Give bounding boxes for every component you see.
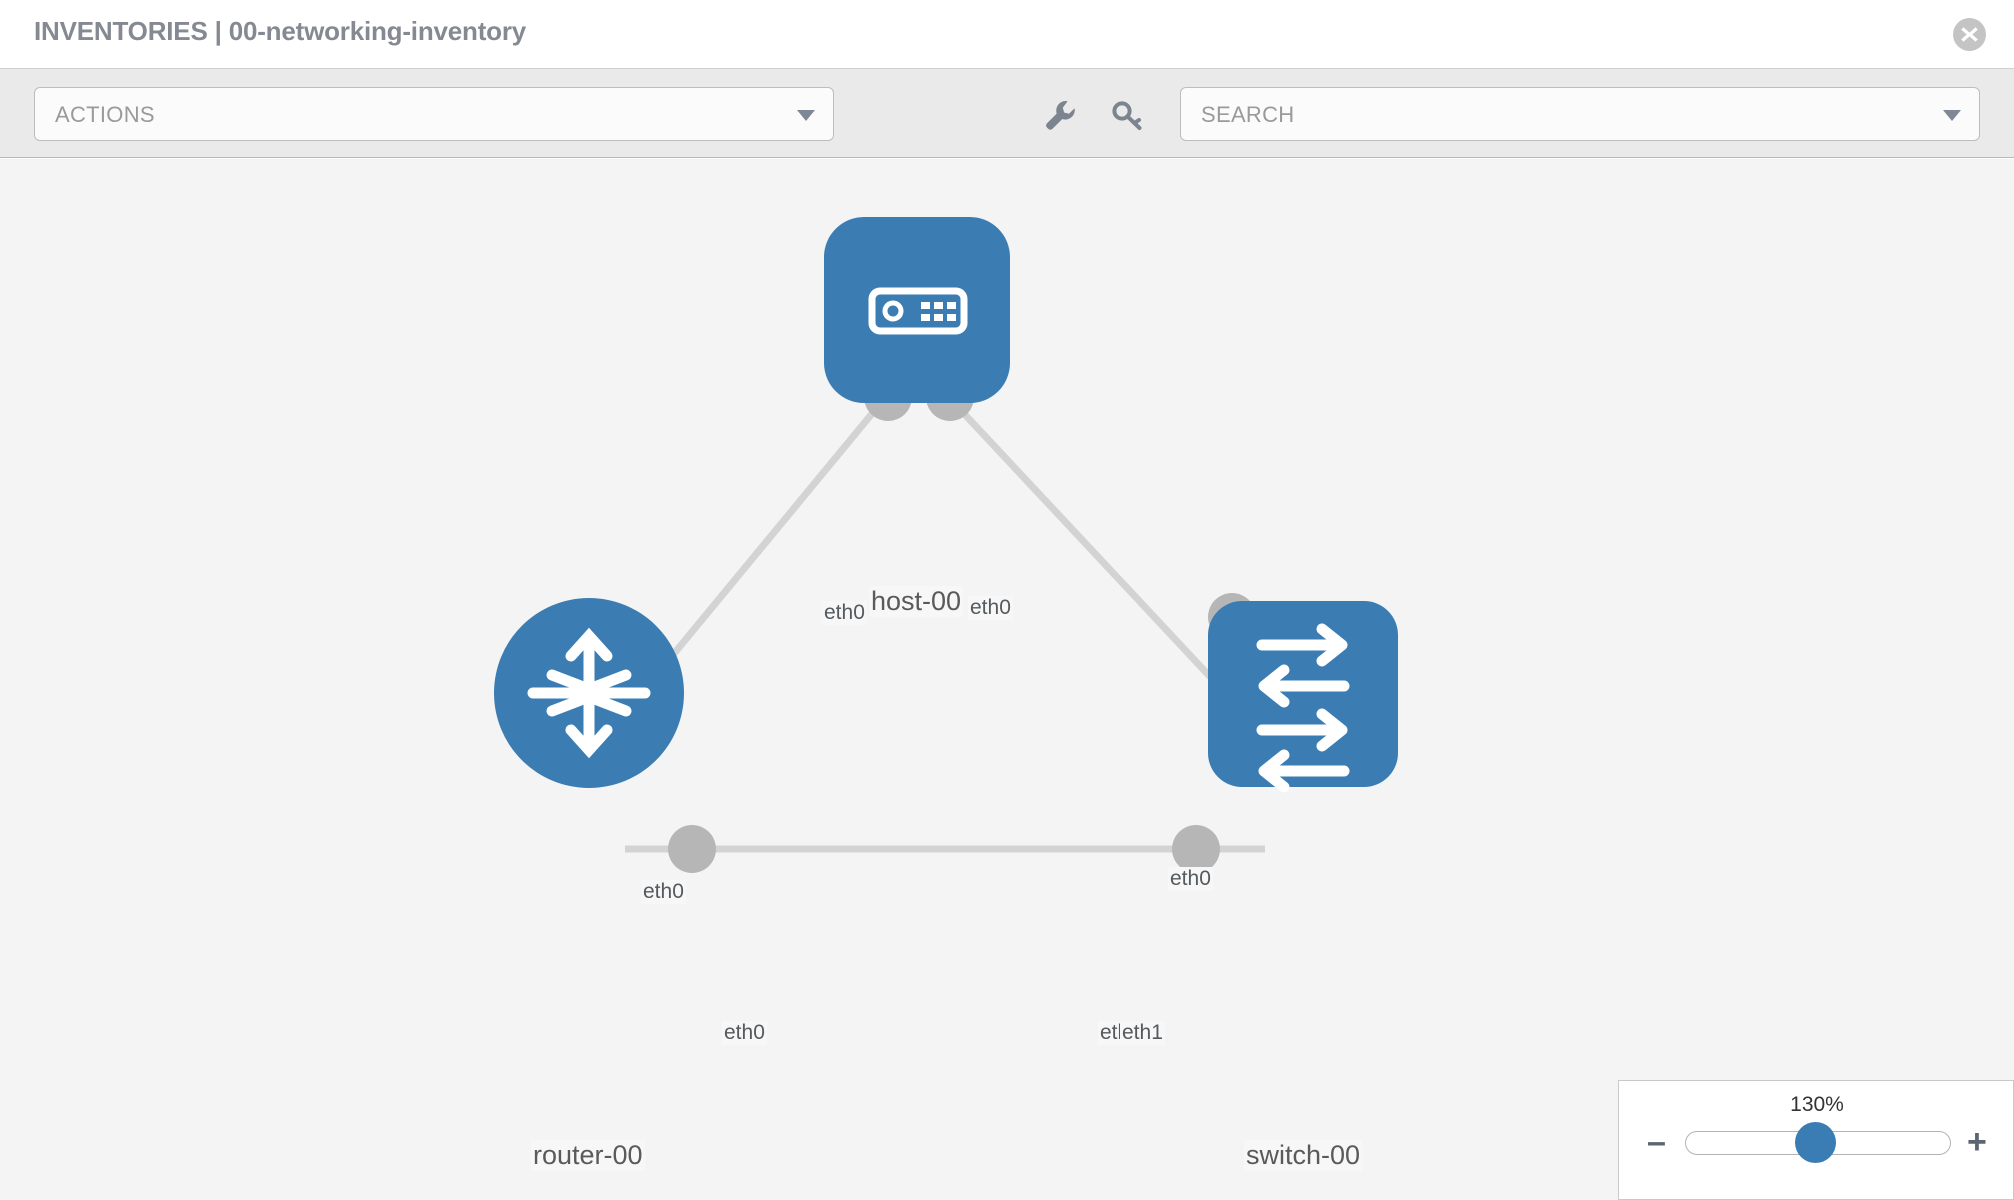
handle-switch00-eth1[interactable] (1172, 825, 1220, 873)
node-label-router-00[interactable]: router-00 (531, 1140, 645, 1171)
chevron-down-icon (797, 110, 815, 121)
router-arrows-icon (527, 627, 651, 759)
server-icon (868, 287, 968, 335)
zoom-out-button[interactable]: – (1647, 1123, 1666, 1161)
switch-arrows-icon (1256, 623, 1350, 793)
wrench-icon[interactable] (1040, 95, 1080, 135)
topology-links (617, 401, 1265, 853)
edge-label-switch00-eth0[interactable]: eth0 (1168, 867, 1213, 891)
close-icon[interactable] (1953, 18, 1986, 51)
zoom-level-value: 130% (1790, 1093, 1844, 1116)
zoom-control-panel: 130% – + (1618, 1080, 2014, 1200)
page-header: INVENTORIES | 00-networking-inventory (0, 0, 2014, 69)
topology-canvas[interactable]: eth0 eth0 eth0 eth0 eth0 eth0 eth1 host-… (0, 159, 2014, 1200)
edge-label-host00-eth0-right[interactable]: eth0 (968, 596, 1013, 620)
edge-label-router00-eth0[interactable]: eth0 (722, 1021, 767, 1045)
zoom-slider-thumb[interactable] (1795, 1122, 1836, 1163)
topology-toolbar: ACTIONS SEARCH (0, 69, 2014, 158)
key-icon[interactable] (1108, 95, 1148, 135)
topology-handles (668, 373, 1256, 873)
page-title: INVENTORIES | 00-networking-inventory (34, 16, 527, 46)
search-input[interactable]: SEARCH (1180, 87, 1980, 141)
link-host00-switch00[interactable] (952, 401, 1248, 717)
handle-router00-eth0[interactable] (668, 825, 716, 873)
zoom-in-button[interactable]: + (1967, 1123, 1987, 1161)
edge-label-host00-eth0-left[interactable]: eth0 (822, 601, 867, 625)
topology-node-host-00[interactable] (824, 217, 1010, 403)
node-label-host-00[interactable]: host-00 (869, 586, 964, 617)
actions-dropdown[interactable]: ACTIONS (34, 87, 834, 141)
topology-node-switch-00[interactable] (1208, 601, 1398, 793)
topology-graph (494, 217, 1398, 873)
edge-label-switch00-eth1[interactable]: eth1 (1120, 1021, 1165, 1045)
topology-node-router-00[interactable] (494, 598, 684, 788)
actions-dropdown-label: ACTIONS (55, 102, 155, 127)
chevron-down-icon (1943, 110, 1961, 121)
edge-label-router00-eth0-up[interactable]: eth0 (641, 880, 686, 904)
search-placeholder: SEARCH (1201, 102, 1295, 127)
node-label-switch-00[interactable]: switch-00 (1244, 1140, 1363, 1171)
